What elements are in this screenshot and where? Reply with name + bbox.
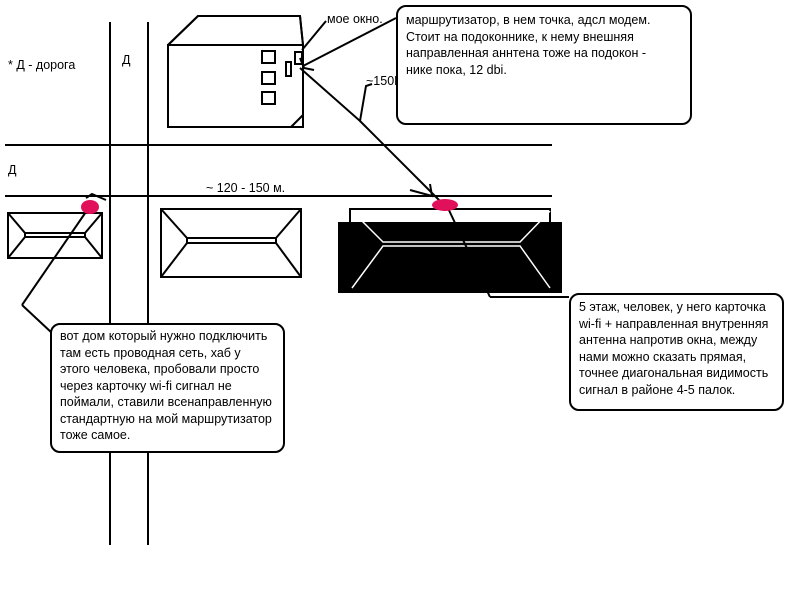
router-note-line-2: Стоит на подоконнике, к нему внешняя	[406, 29, 634, 44]
arrowhead-house	[85, 192, 107, 201]
neighbor-note-line-3: антенна напротив окна, между	[579, 333, 758, 347]
target-house-marker	[81, 200, 99, 214]
legend-label: * Д - дорога	[8, 58, 76, 72]
house-note-line-2	[21, 304, 53, 334]
house-note-line-3: этого человека, пробовали просто	[60, 362, 260, 376]
house-note-line-5: поймали, ставили всенаправленную	[60, 395, 272, 409]
neighbor-note-line-4: нами можно сказать прямая,	[579, 349, 747, 364]
router-note-line-3: направленная аннтена тоже на подокон -	[406, 46, 647, 60]
signal-path-2	[359, 120, 441, 202]
house-note-line-4: через карточку wi-fi сигнал не	[60, 378, 232, 393]
arrowhead-window	[299, 57, 315, 71]
my-window-label: мое окно.	[327, 12, 383, 26]
router-note-line	[302, 17, 397, 67]
router-note-line-4: нике пока, 12 dbi.	[406, 62, 507, 77]
road-label-horizontal: Д	[8, 163, 17, 177]
router-note-line-1: маршрутизатор, в нем точка, адсл модем.	[406, 13, 651, 27]
antenna-marker	[285, 61, 292, 77]
signal-path	[299, 67, 373, 123]
window-label-line	[301, 20, 327, 51]
neighbor-note-line	[446, 205, 491, 298]
target-house-note: вот дом который нужно подключить там ест…	[50, 323, 285, 453]
building-window-1	[261, 50, 276, 64]
neighbor-note-line-5: точнее диагональная видимость	[579, 366, 769, 380]
neighbor-note-line-6: сигнал в районе 4-5 палок.	[579, 382, 736, 397]
my-window-marker	[294, 51, 303, 65]
house-note-line-2: там есть проводная сеть, хаб у	[60, 345, 241, 360]
target-house	[7, 212, 103, 259]
my-building	[167, 15, 304, 128]
neighbor-building	[338, 208, 562, 293]
neighbor-note-line-1: 5 этаж, человек, у него карточка	[579, 300, 766, 314]
house-note-line-7: тоже самое.	[60, 428, 131, 442]
router-note: маршрутизатор, в нем точка, адсл модем. …	[396, 5, 692, 125]
house-note-line-6: стандартную на мой маршрутизатор	[60, 411, 272, 426]
house-note-line-1: вот дом который нужно подключить	[60, 329, 268, 343]
middle-house	[160, 208, 302, 278]
neighbor-note: 5 этаж, человек, у него карточка wi-fi +…	[569, 293, 784, 411]
distance-horizontal-label: ~ 120 - 150 м.	[206, 181, 286, 195]
distance-diagonal-label: ~150М	[366, 74, 405, 88]
arrowhead-neighbor	[409, 183, 434, 198]
road-label-vertical: Д	[122, 53, 131, 67]
building-window-3	[261, 91, 276, 105]
arrowheads	[85, 57, 434, 201]
neighbor-marker	[432, 199, 458, 211]
neighbor-note-line-2: wi-fi + направленная внутренняя	[579, 316, 769, 331]
connection-lines	[21, 17, 569, 334]
building-window-2	[261, 71, 276, 85]
house-note-line	[21, 205, 91, 306]
